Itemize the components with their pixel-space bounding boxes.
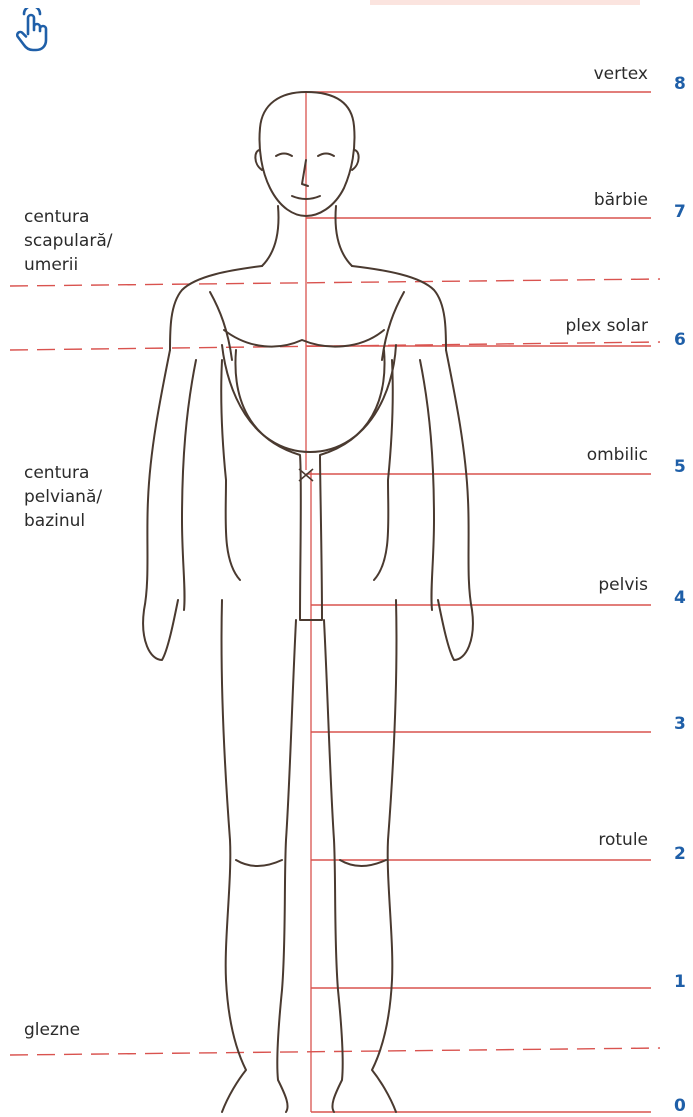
label-pelvis: pelvis [598, 577, 648, 594]
label-plex-solar: plex solar [565, 318, 648, 335]
torso-outline [170, 266, 262, 350]
label-shoulder-line-3: umerii [24, 253, 112, 277]
neck-outline [262, 206, 278, 266]
head-outline [259, 92, 354, 216]
label-rotule: rotule [598, 832, 648, 849]
left-leg-outline [221, 600, 246, 1112]
scale-number-7: 7 [674, 202, 693, 222]
scale-number-6: 6 [674, 330, 693, 350]
scale-number-3: 3 [674, 714, 693, 734]
scale-number-4: 4 [674, 588, 693, 608]
right-arm-outline [438, 350, 473, 660]
ankle-dashed-line [10, 1048, 660, 1055]
scale-number-2: 2 [674, 844, 693, 864]
label-shoulder-line-1: centura [24, 205, 112, 229]
label-ombilic: ombilic [587, 447, 648, 464]
label-pelvic-line-3: bazinul [24, 509, 102, 533]
label-shoulder-girdle: centura scapulară/ umerii [24, 205, 112, 277]
scale-number-1: 1 [674, 972, 693, 992]
scale-number-5: 5 [674, 457, 693, 477]
label-pelvic-girdle: centura pelviană/ bazinul [24, 461, 102, 533]
scale-number-8: 8 [674, 74, 693, 94]
label-pelvic-line-2: pelviană/ [24, 485, 102, 509]
label-shoulder-line-2: scapulară/ [24, 229, 112, 253]
right-leg-outline [372, 600, 397, 1112]
label-pelvic-line-1: centura [24, 461, 102, 485]
left-arm-outline [143, 350, 178, 660]
label-vertex: vertex [594, 66, 648, 83]
label-barbie: bărbie [594, 192, 648, 209]
shoulder-dashed-line [10, 279, 660, 286]
scale-number-0: 0 [674, 1096, 693, 1116]
pelvis-outline [222, 345, 396, 452]
label-glezne: glezne [24, 1022, 80, 1039]
